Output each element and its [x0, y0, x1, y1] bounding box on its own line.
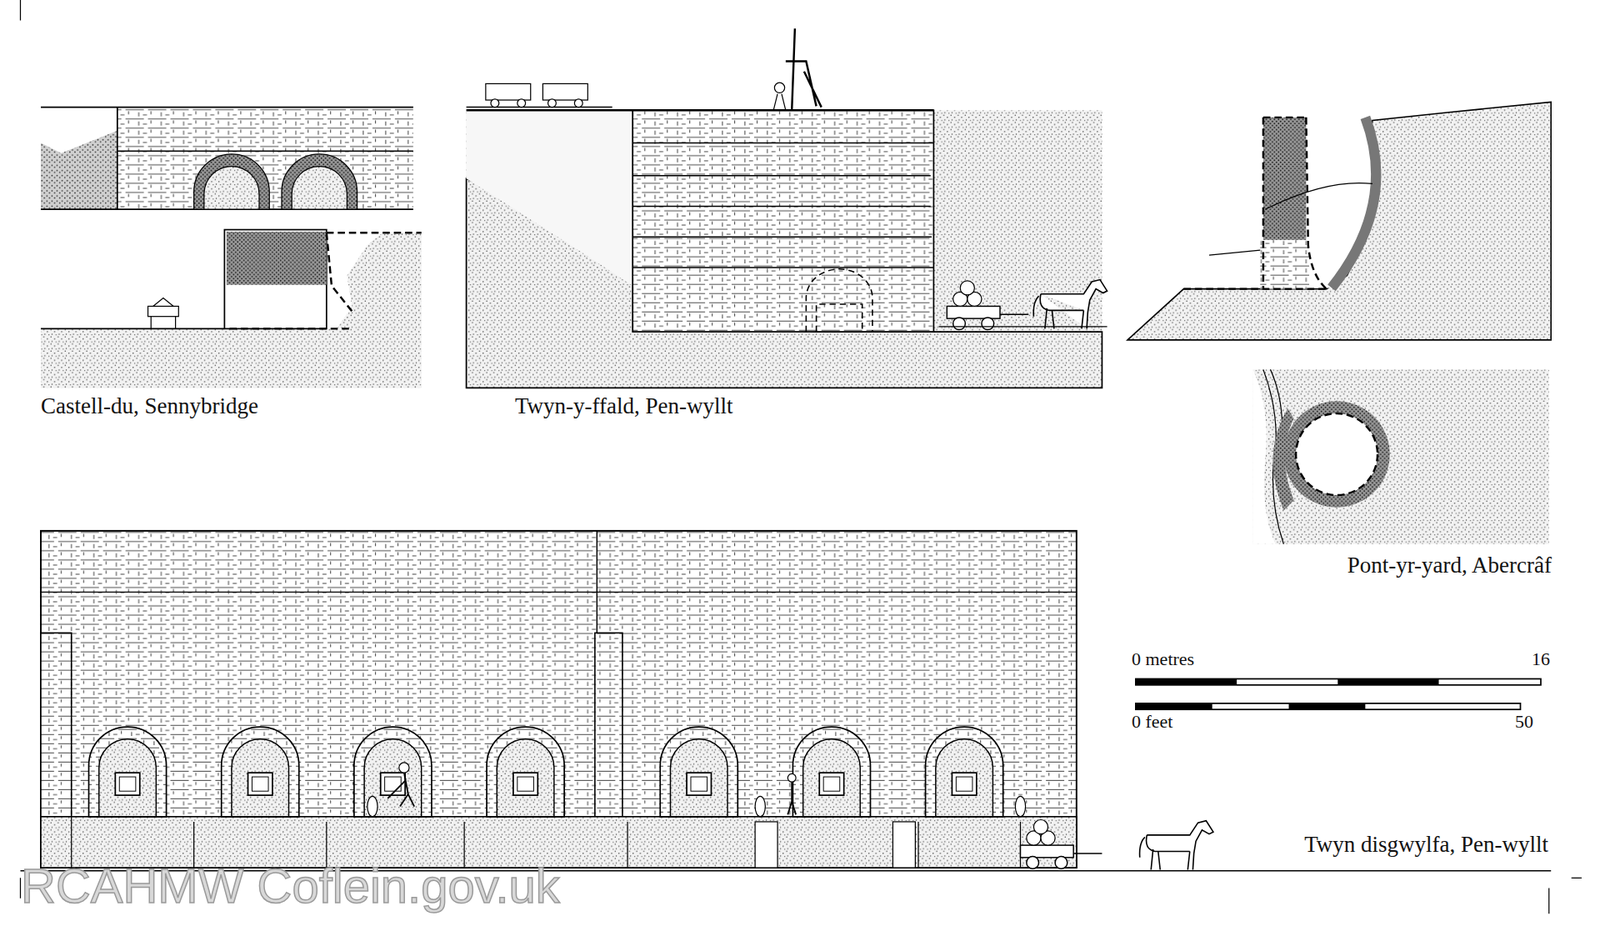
- site-label: Twyn disgwylfa, Pen-wyllt: [1304, 831, 1549, 858]
- castell-du-elevation: [40, 107, 414, 210]
- site-label: Pont-yr-yard, Abercrâf: [1347, 552, 1552, 579]
- pont-yr-yard-section: [1127, 101, 1551, 340]
- site-label: Twyn-y-ffald, Pen-wyllt: [515, 393, 734, 420]
- scale-label: 50: [1515, 710, 1534, 732]
- scale-label: 0 feet: [1131, 710, 1173, 732]
- twyn-disgwylfa-elevation: [20, 0, 1581, 914]
- watermark: RCAHMW Coflein.gov.uk: [20, 858, 560, 915]
- castell-du-section: [40, 230, 422, 389]
- site-label: Castell-du, Sennybridge: [40, 393, 259, 420]
- pont-yr-yard-plan: [1253, 369, 1550, 544]
- scale-label: 0 metres: [1131, 648, 1195, 670]
- twyn-y-ffald-elevation: [466, 28, 1108, 388]
- scale-label: 16: [1531, 648, 1550, 670]
- scale-bars: [1135, 678, 1541, 710]
